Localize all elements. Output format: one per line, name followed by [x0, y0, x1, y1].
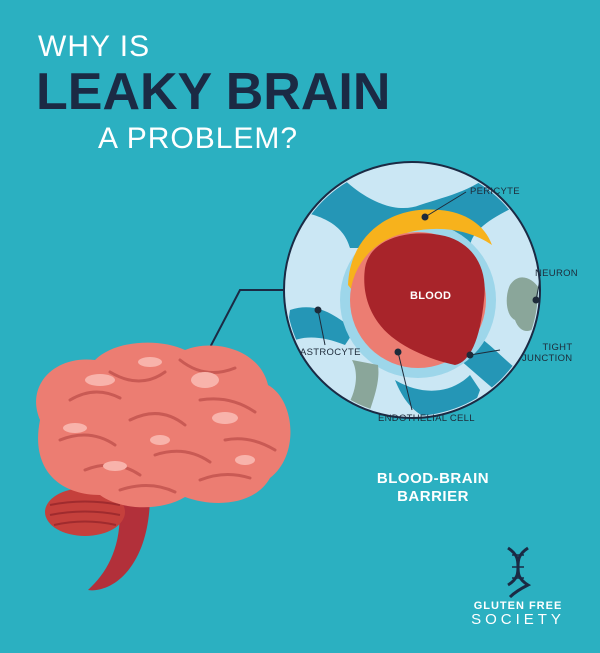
label-neuron: NEURON: [535, 268, 578, 279]
label-tight-junction: TIGHT JUNCTION: [522, 342, 573, 364]
pericyte-shape: [348, 209, 492, 295]
label-astrocyte: ASTROCYTE: [300, 347, 361, 358]
logo-line-2: SOCIETY: [471, 611, 565, 628]
label-blood: BLOOD: [410, 290, 452, 302]
blood-lumen: [364, 233, 485, 365]
diagram-caption: BLOOD-BRAIN BARRIER: [376, 470, 490, 505]
brain-illustration: [36, 342, 291, 591]
dna-wheat-icon: [507, 546, 532, 598]
gluten-free-society-logo: GLUTEN FREE SOCIETY: [462, 543, 574, 628]
title-line-3: A PROBLEM?: [98, 122, 299, 155]
brainstem: [88, 492, 150, 591]
title-line-1: WHY IS: [38, 30, 151, 63]
neuron-shape: [506, 277, 538, 331]
label-pericyte: PERICYTE: [470, 186, 520, 197]
label-endothelial-cell: ENDOTHELIAL CELL: [378, 413, 475, 424]
logo-line-1: GLUTEN FREE: [473, 600, 563, 612]
title-line-2: LEAKY BRAIN: [36, 63, 391, 121]
